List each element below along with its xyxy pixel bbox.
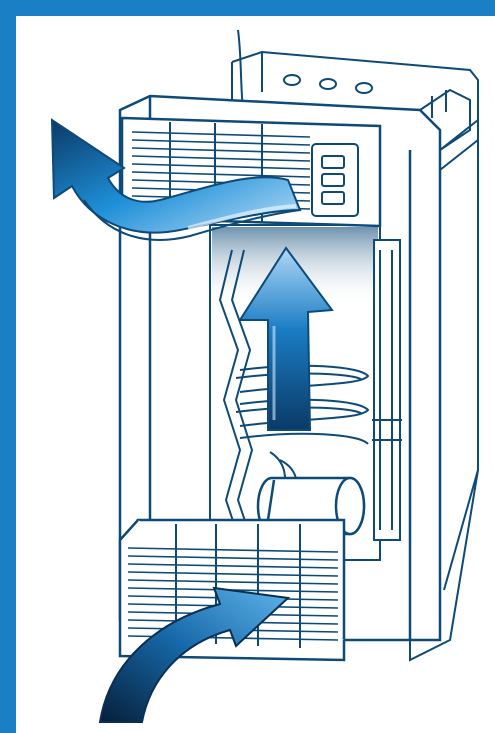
- control-panel: [312, 144, 358, 216]
- right-tank: [372, 240, 402, 540]
- control-button-3: [322, 192, 344, 204]
- control-button-2: [322, 174, 344, 186]
- control-button-1: [322, 156, 344, 168]
